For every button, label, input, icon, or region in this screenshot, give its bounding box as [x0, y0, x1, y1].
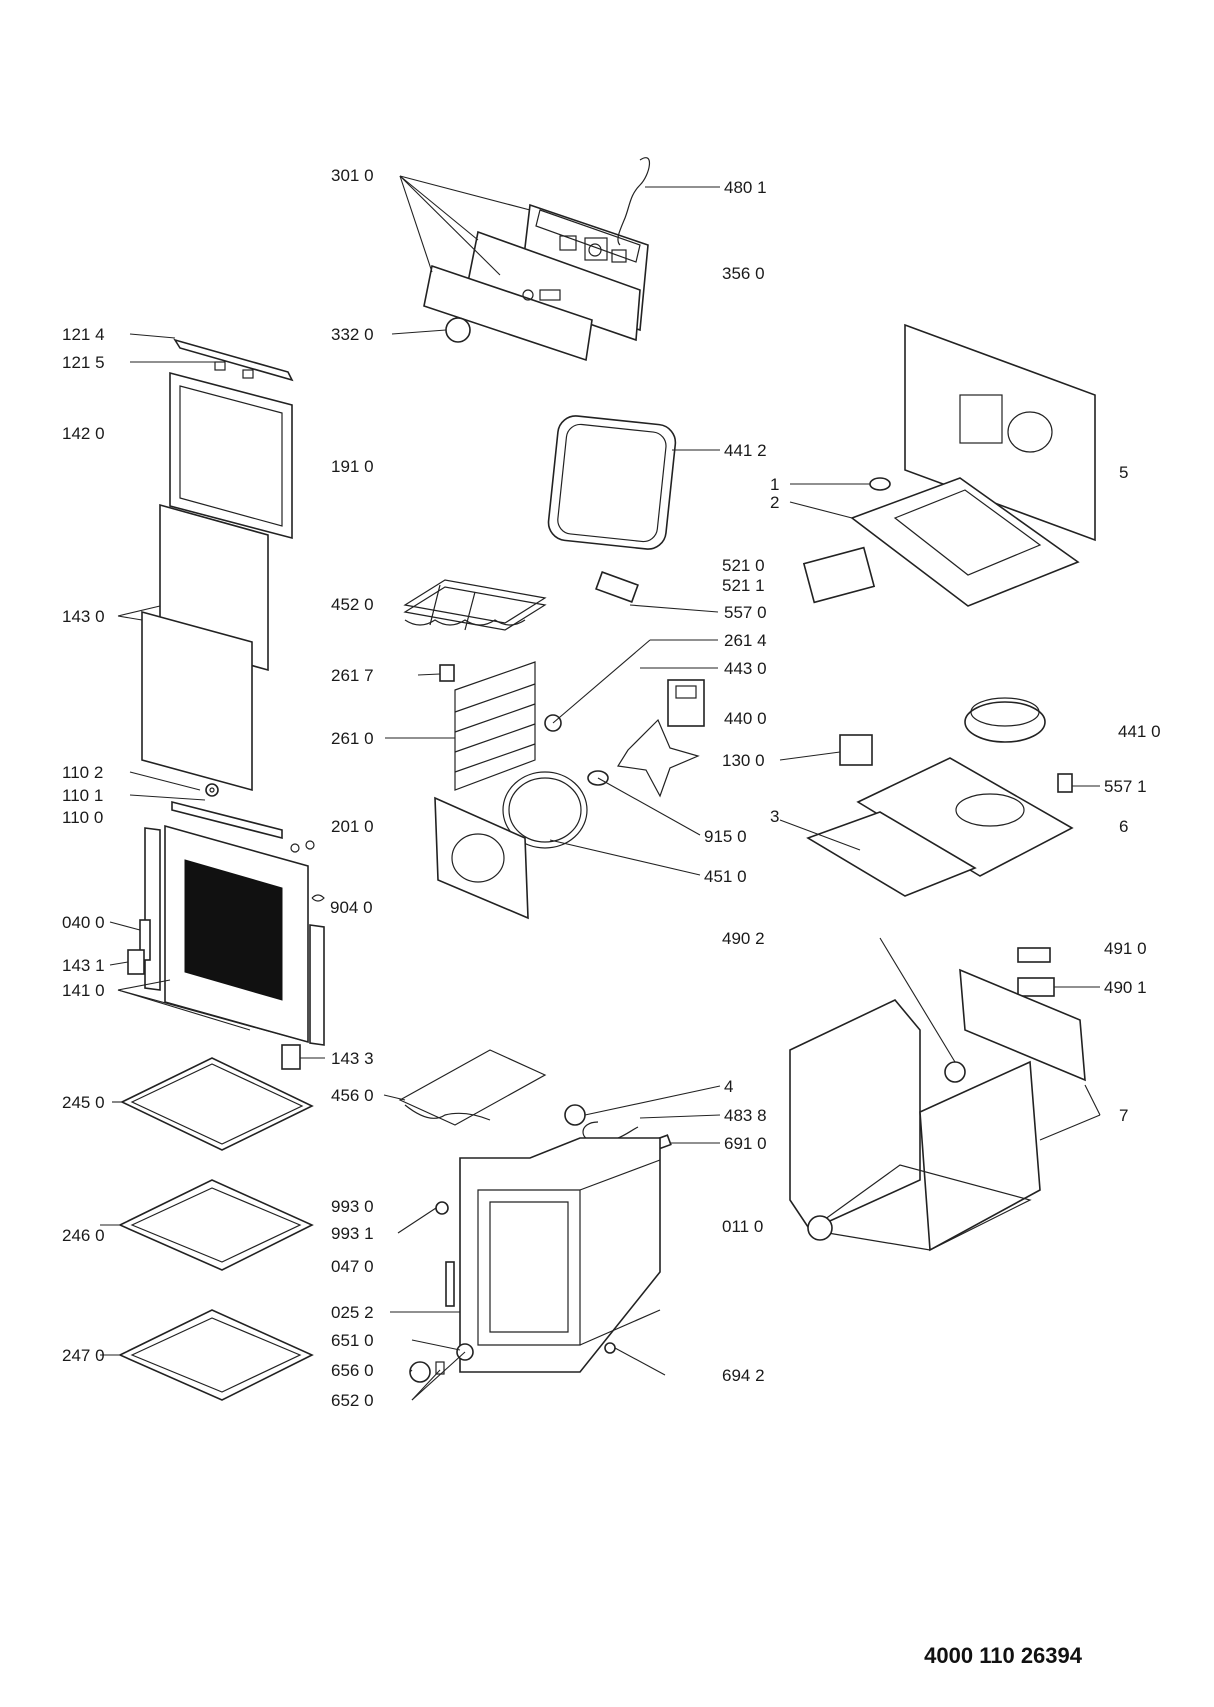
part-label: 356 0 — [722, 264, 765, 283]
connector-491 — [1017, 947, 1051, 963]
part-label: 130 0 — [722, 751, 765, 770]
part-label: 491 0 — [1104, 939, 1147, 958]
part-label: 3 — [770, 807, 779, 826]
part-label: 521 0 — [722, 556, 765, 575]
part-label: 121 4 — [62, 325, 105, 344]
shelf-support-rails — [454, 661, 536, 791]
lamp-cover — [564, 1104, 586, 1126]
part-label: 451 0 — [704, 867, 747, 886]
control-knob — [445, 317, 471, 343]
part-label: 480 1 — [724, 178, 767, 197]
part-label: 110 1 — [62, 786, 103, 805]
fan-motor — [667, 679, 705, 727]
wiring-harness — [617, 157, 650, 246]
cap-490-2 — [944, 1061, 966, 1083]
hinge-plate — [445, 1261, 455, 1307]
document-number: 4000 110 26394 — [924, 1643, 1082, 1668]
part-label: 201 0 — [331, 817, 374, 836]
part-label: 143 0 — [62, 607, 105, 626]
part-label: 490 2 — [722, 929, 765, 948]
part-label: 915 0 — [704, 827, 747, 846]
part-label: 441 2 — [724, 441, 767, 460]
door-assembly — [127, 338, 325, 1070]
part-label: 694 2 — [722, 1366, 765, 1385]
outer-casing-7 — [789, 968, 1086, 1252]
oven-cavity — [459, 1137, 661, 1373]
part-label: 5 — [1119, 463, 1128, 482]
part-label: 245 0 — [62, 1093, 105, 1112]
part-label: 993 1 — [331, 1224, 374, 1243]
part-label: 6 — [1119, 817, 1128, 836]
part-label: 246 0 — [62, 1226, 105, 1245]
part-label: 332 0 — [331, 325, 374, 344]
part-label: 2 — [770, 493, 779, 512]
baking-tray — [118, 1179, 314, 1271]
wire-tray — [120, 1057, 314, 1151]
part-label: 040 0 — [62, 913, 105, 932]
part-label: 993 0 — [331, 1197, 374, 1216]
part-label: 7 — [1119, 1106, 1128, 1125]
part-label: 4 — [724, 1077, 733, 1096]
part-label: 191 0 — [331, 457, 374, 476]
part-label: 247 0 — [62, 1346, 105, 1365]
selector-knob — [409, 1361, 431, 1383]
part-label: 121 5 — [62, 353, 105, 372]
part-label: 011 0 — [722, 1217, 763, 1236]
part-label: 904 0 — [330, 898, 373, 917]
part-label: 143 1 — [62, 956, 105, 975]
part-label: 142 0 — [62, 424, 105, 443]
part-label: 143 3 — [331, 1049, 374, 1068]
foot-011 — [807, 1215, 833, 1241]
circular-element — [502, 771, 588, 849]
small-nut — [435, 1201, 449, 1215]
part-label: 456 0 — [331, 1086, 374, 1105]
part-label: 483 8 — [724, 1106, 767, 1125]
part-label: 656 0 — [331, 1361, 374, 1380]
part-label: 651 0 — [331, 1331, 374, 1350]
part-label: 110 2 — [62, 763, 103, 782]
part-label: 557 1 — [1104, 777, 1147, 796]
part-labels: 301 0 480 1 356 0 121 4 121 5 332 0 142 … — [62, 166, 1161, 1410]
part-label: 261 7 — [331, 666, 374, 685]
part-label: 301 0 — [331, 166, 374, 185]
part-label: 110 0 — [62, 808, 103, 827]
deep-tray — [118, 1309, 314, 1401]
part-label: 261 0 — [331, 729, 374, 748]
door-seal — [547, 415, 677, 550]
sensor-bracket — [595, 571, 639, 603]
top-cover-2 — [850, 477, 1080, 607]
part-label: 025 2 — [331, 1303, 374, 1322]
fan-motor-441 — [964, 697, 1046, 743]
trim-strip-3 — [806, 811, 977, 897]
fan-blade — [617, 718, 700, 798]
part-label: 452 0 — [331, 595, 374, 614]
connector-490-1 — [1017, 977, 1055, 997]
part-label: 261 4 — [724, 631, 767, 650]
shelf-support-clip — [439, 664, 455, 682]
part-label: 490 1 — [1104, 978, 1147, 997]
clip-557-1 — [1057, 773, 1073, 793]
part-label: 441 0 — [1118, 722, 1161, 741]
control-panel-assembly — [423, 203, 649, 362]
thermostat-130 — [839, 734, 873, 766]
part-label: 557 0 — [724, 603, 767, 622]
control-module — [802, 546, 876, 604]
lower-element — [398, 1049, 547, 1126]
plug-1 — [869, 477, 891, 491]
grill-element — [403, 579, 547, 631]
part-label: 652 0 — [331, 1391, 374, 1410]
part-label: 047 0 — [331, 1257, 374, 1276]
part-label: 1 — [770, 475, 779, 494]
leader-lines — [100, 175, 1101, 1401]
part-label: 443 0 — [724, 659, 767, 678]
grommet — [604, 1342, 616, 1354]
back-panel — [434, 796, 529, 920]
part-label: 691 0 — [724, 1134, 767, 1153]
part-label: 521 1 — [722, 576, 765, 595]
part-label: 141 0 — [62, 981, 105, 1000]
part-label: 440 0 — [724, 709, 767, 728]
